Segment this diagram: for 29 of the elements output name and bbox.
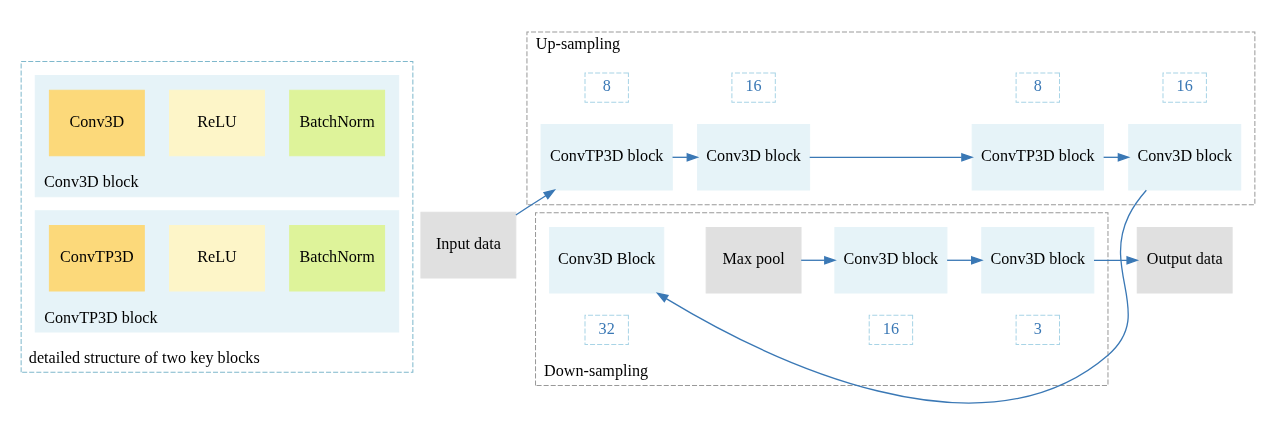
node-box: BatchNorm [289, 89, 386, 156]
node-box: ConvTP3D block [971, 123, 1104, 191]
node-box: Conv3D block [1128, 123, 1242, 191]
arrow [1093, 255, 1140, 265]
node-box: 16 [1162, 72, 1207, 103]
node-box: ConvTP3D block [540, 123, 673, 191]
arrow [946, 255, 984, 265]
node-box: Conv3D block [834, 226, 948, 294]
node-box: Input data [420, 211, 517, 278]
node-box: 16 [731, 72, 776, 103]
node-box: 16 [868, 314, 914, 345]
arrow [515, 188, 557, 216]
node-box: Conv3D block [697, 123, 811, 191]
node-box: Max pool [705, 226, 802, 294]
node-box: 8 [1015, 72, 1060, 103]
node-box: 32 [584, 314, 629, 345]
node-box: BatchNorm [289, 224, 386, 292]
arrow [800, 255, 837, 265]
node-box: 8 [584, 72, 629, 103]
node-box: Conv3D block [981, 226, 1095, 294]
node-box: ConvTP3D [48, 224, 145, 292]
arrow [655, 189, 1147, 403]
node-box: ReLU [169, 224, 265, 292]
node-box: Conv3D Block [549, 226, 665, 294]
node-box: Conv3D [48, 89, 145, 156]
arrow [809, 152, 974, 162]
node-box: ReLU [169, 89, 265, 156]
node-box: 3 [1015, 314, 1060, 345]
node-box: Output data [1136, 226, 1233, 294]
